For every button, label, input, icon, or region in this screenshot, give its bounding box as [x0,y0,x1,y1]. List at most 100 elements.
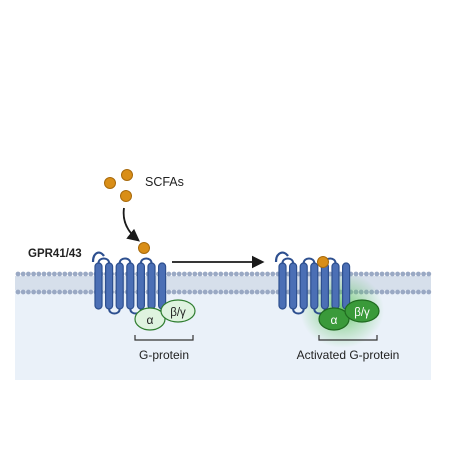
membrane-lipid-head [265,271,270,277]
scfa-molecule-icon [121,169,133,181]
membrane-lipid-head [228,289,234,295]
g-protein-bracket [134,335,194,341]
receptor-helix [158,262,167,310]
membrane-lipid-head [171,289,177,295]
membrane-lipid-head [395,289,400,295]
membrane-lipid-head [41,271,47,277]
membrane-lipid-head [15,271,21,277]
membrane-lipid-head [197,271,203,277]
membrane-lipid-head [52,271,57,277]
membrane-lipid-head [176,271,182,277]
membrane-lipid-head [166,271,172,277]
binding-arrow-icon [122,207,140,242]
receptor-loop [292,308,305,315]
membrane-lipid-head [254,289,260,295]
membrane-lipid-head [400,271,406,277]
membrane-lipid-head [400,289,406,295]
membrane-lipid-head [202,289,208,295]
beta-gamma-active-label: β/γ [354,307,370,319]
membrane-lipid-head [239,271,245,277]
membrane-lipid-head [57,289,62,295]
receptor-helix [115,262,124,310]
membrane-lipid-head [244,271,250,277]
g-protein-inactive: α β/γ [134,299,196,331]
receptor-helix [126,262,135,310]
beta-gamma-label: β/γ [170,307,186,319]
membrane-lipid-head [223,289,229,295]
membrane-lipid-head [41,289,47,295]
membrane-lipid-head [67,271,73,277]
membrane-lipid-head [374,271,380,277]
membrane-lipid-head [364,271,369,277]
membrane-lipid-head [379,289,385,295]
membrane-lipid-head [421,289,426,295]
membrane-lipid-head [67,289,73,295]
membrane-lipid-head [218,289,224,295]
membrane-lipid-head [410,289,416,295]
receptor-helix [104,262,114,310]
membrane-lipid-head [187,271,193,277]
membrane-lipid-head [36,271,42,277]
membrane-lipid-head [213,289,219,295]
membrane-lipid-head [182,289,187,295]
membrane-lipid-head [426,271,432,277]
gpcr-receptor-icon [91,251,171,319]
membrane-lipid-head [83,271,88,277]
membrane-lipid-head [31,271,36,277]
membrane-lipid-head [395,271,400,277]
scfa-bound-active-icon [317,256,329,268]
membrane-lipid-head [410,271,416,277]
membrane-lipid-head [369,271,374,277]
membrane-lipid-head [239,289,245,295]
scfa-molecule-icon [120,190,132,202]
membrane-lipid-head [265,289,270,295]
membrane-lipid-head [197,289,203,295]
membrane-lipid-head [57,271,62,277]
membrane-lipid-head [187,289,193,295]
scfa-molecule-icon [104,177,116,189]
scfa-bound-icon [138,242,150,254]
membrane-lipid-head [78,271,83,277]
receptor-label: GPR41/43 [28,248,82,260]
membrane-lipid-head [182,271,187,277]
g-protein-beta-gamma-icon [160,299,196,323]
ligand-label: SCFAs [145,175,184,189]
receptor-helix [310,262,319,310]
receptor-helix [278,262,287,310]
membrane-lipid-head [218,271,224,277]
membrane-lipid-head [88,289,94,295]
membrane-lipid-head [36,289,42,295]
membrane-lipid-head [62,271,68,277]
membrane-lipid-head [270,289,276,295]
g-protein-alpha-active-icon [318,307,350,331]
alpha-active-label: α [331,313,338,327]
membrane-lipid-head [208,289,213,295]
membrane-lipid-head [234,271,239,277]
membrane-lipid-head [72,271,78,277]
membrane-lipid-head [223,271,229,277]
membrane-lipid-head [426,289,432,295]
scfa-cluster [104,169,133,202]
receptor-loop [281,257,295,264]
membrane-lipid-head [213,271,219,277]
receptor-loop [139,257,153,264]
receptor-helix [147,262,156,310]
membrane-lipid-head [260,289,265,295]
receptor-loop [118,257,132,264]
activated-g-protein-bracket [318,335,378,341]
g-protein-active: α β/γ [318,299,380,331]
membrane-lipid-head [46,271,52,277]
membrane-lipid-head [384,271,390,277]
g-protein-beta-gamma-active-icon [344,299,380,323]
membrane-lipid-head [234,289,239,295]
membrane-lipid-head [72,289,78,295]
activated-g-protein-label: Activated G-protein [297,348,400,362]
receptor-helix [320,262,329,310]
membrane-lipid-head [254,271,260,277]
membrane-lipid-head [249,289,255,295]
membrane-lipid-head [358,271,364,277]
receptor-helix [331,262,340,310]
membrane-lipid-head [384,289,390,295]
membrane-lipid-head [192,289,198,295]
